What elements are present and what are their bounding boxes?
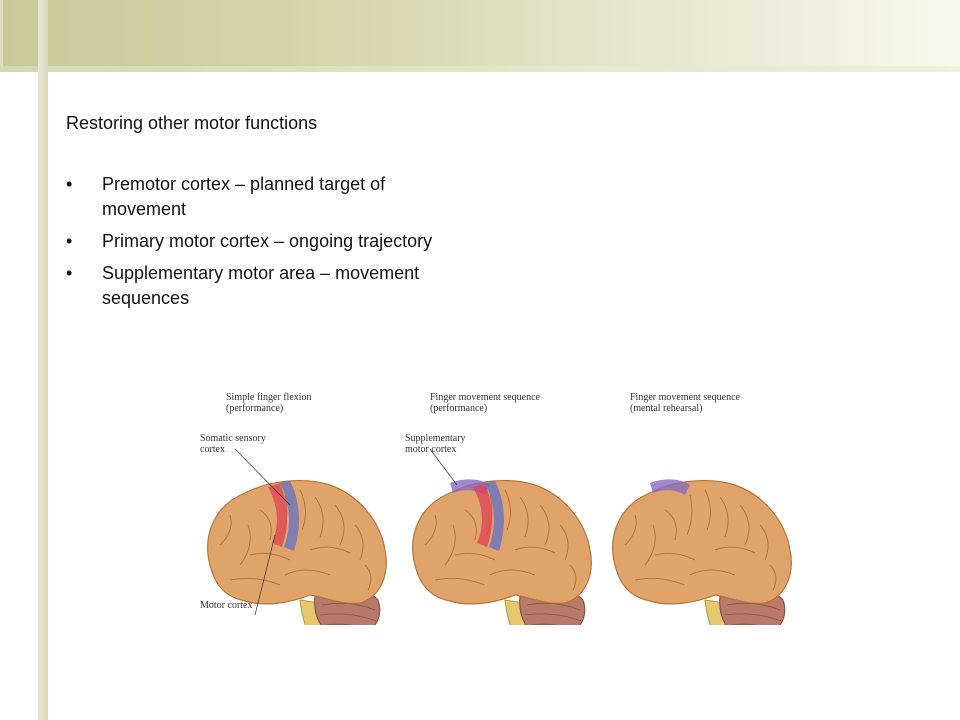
panel-heading-simple-flexion: Simple finger flexion (performance) [226,392,312,414]
slide-title: Restoring other motor functions [66,113,318,133]
somatic-pointer-line [234,448,291,506]
label-supplementary-motor-cortex: Supplementary motor cortex [405,433,466,455]
brain-panel-2 [412,448,592,625]
brain-illustrations [207,448,792,625]
supplementary-activation [650,479,690,495]
bullet-marker: • [66,174,73,194]
motor-activation-red [473,483,493,547]
bullet-text: Supplementary motor area – movement sequ… [102,263,420,308]
header-rule [0,66,960,72]
bullet-text: Premotor cortex – planned target of move… [102,174,386,219]
sensory-activation-blue [485,481,504,551]
bullet-item: • Premotor cortex – planned target of mov… [66,172,466,222]
supplementary-pointer-line [429,448,458,486]
label-motor-cortex: Motor cortex [200,600,253,611]
bullet-item: • Supplementary motor area – movement seq… [66,261,466,311]
bullet-text: Primary motor cortex – ongoing trajector… [102,231,433,251]
panel-heading-mental-rehearsal: Finger movement sequence (mental rehears… [630,392,740,414]
label-somatic-sensory-cortex: Somatic sensory cortex [200,433,266,455]
header-band [0,0,960,66]
motor-pointer-line [254,534,276,616]
left-vertical-rule [38,0,48,720]
brain-panel-1 [207,448,387,625]
left-accent [0,0,3,66]
sensory-activation-blue [280,481,299,551]
motor-activation-red [268,483,288,547]
brain-activation-figure: Simple finger flexion (performance) Fing… [190,385,810,625]
brain-panel-3 [612,479,792,625]
bullet-marker: • [66,231,73,251]
bullet-marker: • [66,263,73,283]
bullet-list: • Premotor cortex – planned target of mov… [66,172,466,318]
bullet-item: • Primary motor cortex – ongoing trajecto… [66,229,466,254]
panel-heading-sequence-performance: Finger movement sequence (performance) [430,392,540,414]
